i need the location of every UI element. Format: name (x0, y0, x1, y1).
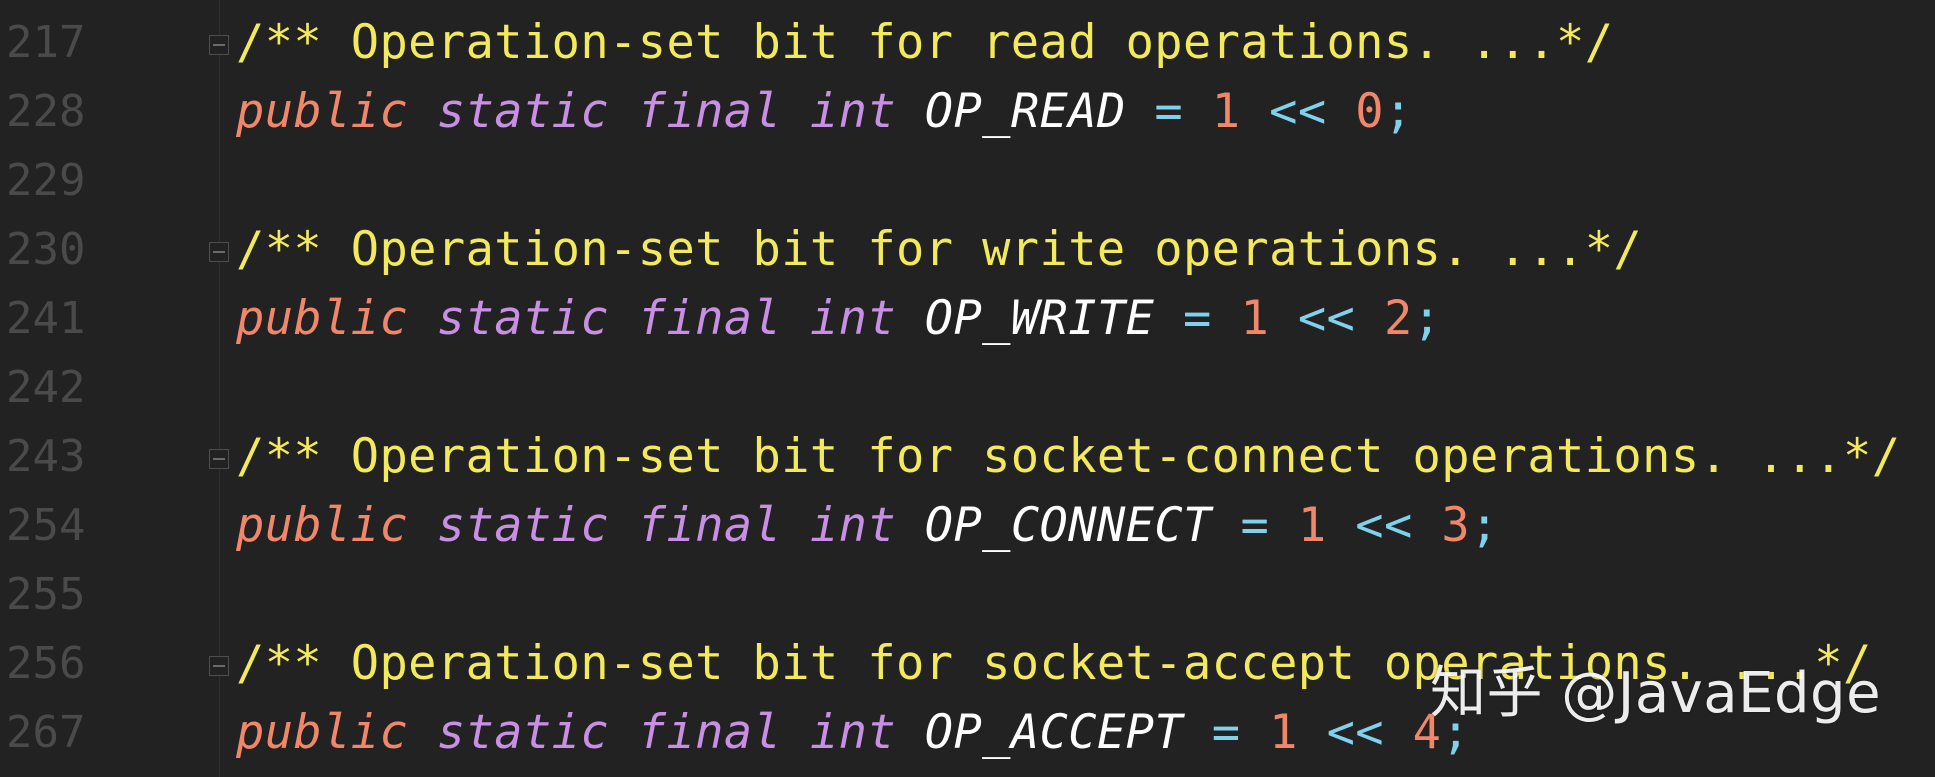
code-line: 254 public static final int OP_CONNECT =… (0, 491, 1935, 560)
line-number: 241 (6, 293, 86, 344)
keyword-type: int (809, 705, 897, 760)
constant-name: OP_READ (924, 84, 1126, 139)
code-line: 255 (0, 560, 1935, 629)
semicolon: ; (1412, 291, 1442, 346)
number-literal: 1 (1211, 84, 1241, 139)
code-content[interactable]: /** Operation-set bit for write operatio… (236, 215, 1642, 284)
number-literal: 1 (1269, 705, 1298, 760)
fold-toggle-icon[interactable] (209, 242, 229, 262)
number-literal: 2 (1383, 291, 1413, 346)
code-content[interactable]: public static final int OP_CONNECT = 1 <… (236, 491, 1499, 560)
semicolon: ; (1470, 498, 1499, 553)
code-content[interactable]: /** Operation-set bit for socket-accept … (236, 629, 1872, 698)
code-line: 217 /** Operation-set bit for read opera… (0, 8, 1935, 77)
keyword-public: public (236, 498, 409, 553)
fold-toggle-icon[interactable] (209, 449, 229, 469)
constant-name: OP_WRITE (924, 291, 1155, 346)
code-content[interactable]: public static final int OP_WRITE = 1 << … (236, 284, 1441, 353)
keyword-public: public (236, 84, 409, 139)
watermark: 知乎 @JavaEdge (1430, 661, 1882, 726)
code-line: 229 (0, 146, 1935, 215)
semicolon: ; (1383, 84, 1413, 139)
code-content[interactable]: /** Operation-set bit for socket-connect… (236, 422, 1900, 491)
line-number: 243 (6, 431, 86, 482)
line-number: 255 (6, 569, 86, 620)
code-line: 256 /** Operation-set bit for socket-acc… (0, 629, 1935, 698)
keyword-type: int (809, 498, 897, 553)
keyword-type: int (809, 291, 897, 346)
assign-operator: = (1183, 291, 1212, 346)
shift-operator: << (1355, 498, 1413, 553)
code-line: 243 /** Operation-set bit for socket-con… (0, 422, 1935, 491)
doc-comment: /** Operation-set bit for socket-connect… (236, 429, 1901, 484)
line-number: 229 (6, 155, 86, 206)
constant-name: OP_CONNECT (924, 498, 1212, 553)
shift-operator: << (1297, 291, 1356, 346)
keyword-public: public (236, 705, 409, 760)
doc-comment: /** Operation-set bit for socket-accept … (236, 636, 1872, 691)
keyword-final: final (637, 498, 782, 553)
line-number: 267 (6, 707, 86, 758)
number-literal: 1 (1297, 498, 1327, 553)
assign-operator: = (1211, 705, 1241, 760)
code-line: 230 /** Operation-set bit for write oper… (0, 215, 1935, 284)
code-line: 267 public static final int OP_ACCEPT = … (0, 698, 1935, 767)
code-line: 228 public static final int OP_READ = 1 … (0, 77, 1935, 146)
keyword-static: static (436, 84, 610, 139)
shift-operator: << (1326, 705, 1384, 760)
line-number: 217 (6, 17, 86, 68)
keyword-final: final (637, 291, 782, 346)
code-content[interactable]: public static final int OP_ACCEPT = 1 <<… (236, 698, 1470, 767)
code-line: 242 (0, 353, 1935, 422)
doc-comment: /** Operation-set bit for read operation… (236, 15, 1614, 70)
code-content[interactable]: public static final int OP_READ = 1 << 0… (236, 77, 1413, 146)
number-literal: 0 (1355, 84, 1384, 139)
number-literal: 3 (1441, 498, 1471, 553)
assign-operator: = (1154, 84, 1184, 139)
number-literal: 4 (1412, 705, 1442, 760)
assign-operator: = (1240, 498, 1270, 553)
line-number: 256 (6, 638, 86, 689)
keyword-final: final (637, 705, 782, 760)
number-literal: 1 (1240, 291, 1270, 346)
constant-name: OP_ACCEPT (924, 705, 1184, 760)
gutter-separator (219, 0, 220, 777)
fold-toggle-icon[interactable] (209, 35, 229, 55)
keyword-final: final (637, 84, 782, 139)
shift-operator: << (1269, 84, 1327, 139)
keyword-type: int (809, 84, 897, 139)
line-number: 254 (6, 500, 86, 551)
line-number: 228 (6, 86, 86, 137)
code-line: 241 public static final int OP_WRITE = 1… (0, 284, 1935, 353)
code-content[interactable]: /** Operation-set bit for read operation… (236, 8, 1613, 77)
line-number: 230 (6, 224, 86, 275)
fold-toggle-icon[interactable] (209, 656, 229, 676)
keyword-public: public (236, 291, 409, 346)
keyword-static: static (436, 291, 610, 346)
semicolon: ; (1441, 705, 1471, 760)
keyword-static: static (436, 498, 610, 553)
keyword-static: static (436, 705, 610, 760)
doc-comment: /** Operation-set bit for write operatio… (236, 222, 1643, 277)
line-number: 242 (6, 362, 86, 413)
